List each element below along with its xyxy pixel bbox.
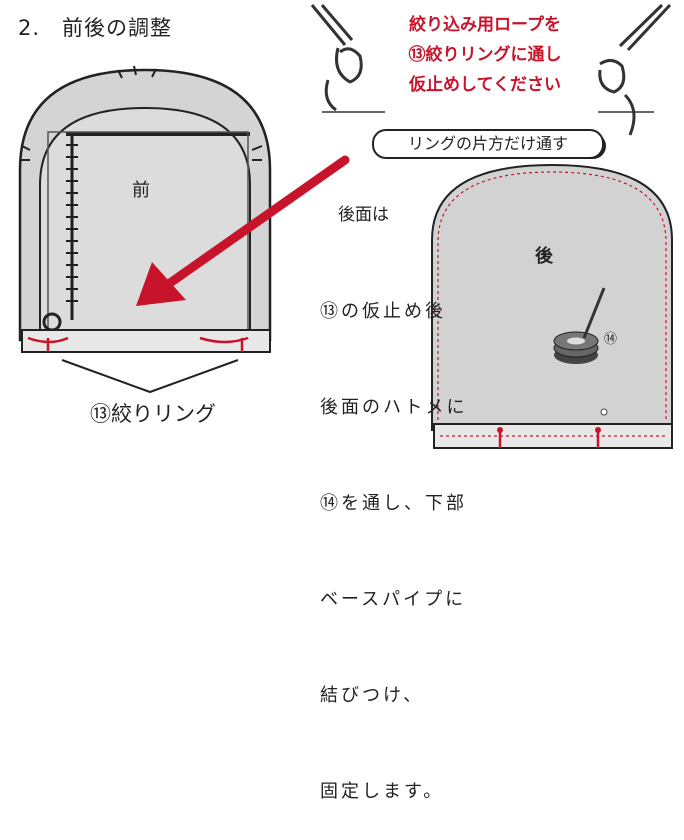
rear-line: 結びつけ、 [320, 685, 425, 706]
rear-line: 固定します。 [320, 781, 445, 802]
rear-panel-outer [431, 163, 673, 431]
zipper-teeth [66, 144, 78, 302]
front-zipper-band [66, 132, 250, 136]
front-rope-left [27, 336, 69, 352]
rear-panel-label: 後 [535, 246, 553, 267]
front-rope-right [199, 336, 249, 352]
rear-base-pipe [433, 423, 673, 449]
rope-knot-right [598, 3, 672, 136]
rear-line: ⑬の仮止め後 [320, 301, 446, 322]
rear-line: 後面のハトメに [320, 397, 468, 418]
front-panel [18, 65, 272, 394]
assembly-illustration [18, 3, 673, 449]
part-14-label: ⑭ [604, 332, 618, 347]
motion-marks [20, 65, 263, 161]
page-heading: 2. 前後の調整 [18, 16, 173, 40]
rear-panel [431, 163, 673, 449]
instruction-line-3: 仮止めしてください [409, 75, 561, 95]
rear-line: ベースパイプに [320, 589, 467, 610]
rear-section-title: 後面は [338, 205, 389, 225]
rear-line: ⑭を通し、下部 [320, 493, 467, 514]
rope-coil-icon [553, 287, 606, 364]
rope-knot-left [310, 4, 385, 113]
bracket [61, 359, 239, 394]
instruction-callout: 絞り込み用ロープを ⑬絞りリングに通し 仮止めしてください [360, 10, 610, 100]
ring-note-badge: リングの片方だけ通す [372, 129, 604, 159]
rear-instructions: ⑬の仮止め後 後面のハトメに ⑭を通し、下部 ベースパイプに 結びつけ、 固定し… [320, 232, 468, 840]
rear-stitch-line [437, 171, 667, 420]
red-arrow [136, 155, 350, 306]
instruction-line-2: ⑬絞りリングに通し [408, 45, 562, 65]
instruction-line-1: 絞り込み用ロープを [409, 15, 561, 35]
front-panel-label: 前 [132, 180, 150, 201]
front-base-pipe [21, 329, 271, 353]
ring-caption: ⑬絞りリング [90, 402, 216, 426]
